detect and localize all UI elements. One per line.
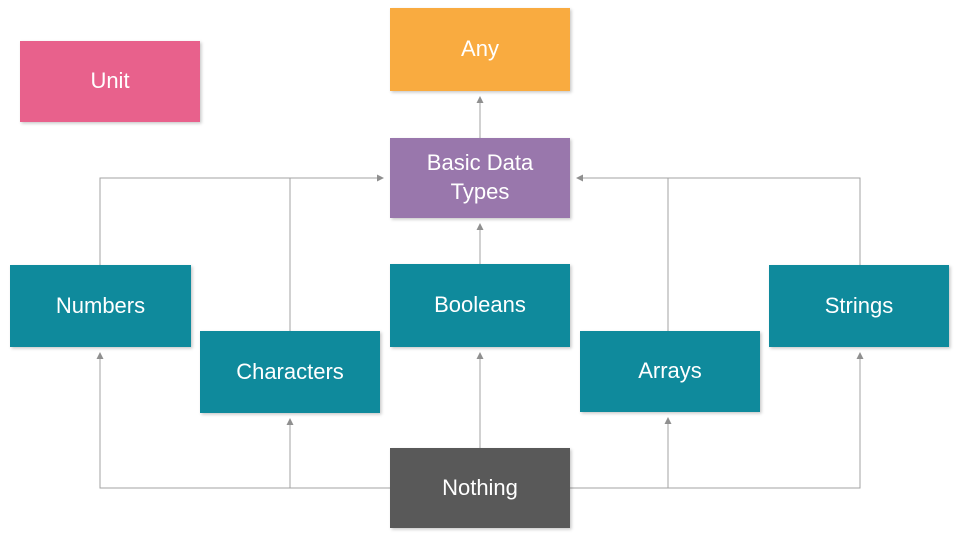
node-any: Any	[390, 8, 570, 91]
node-basic-data-types: Basic Data Types	[390, 138, 570, 218]
node-characters: Characters	[200, 331, 380, 413]
node-arrays-label: Arrays	[638, 358, 702, 384]
edge-numbers-to-basic-data-types	[99, 174, 384, 265]
node-unit: Unit	[20, 41, 200, 122]
node-arrays: Arrays	[580, 331, 760, 412]
node-booleans: Booleans	[390, 264, 570, 347]
node-numbers-label: Numbers	[55, 292, 146, 318]
node-nothing-label: Nothing	[442, 474, 518, 500]
node-unit-label: Unit	[90, 68, 130, 94]
node-strings-label: Strings	[824, 292, 894, 318]
node-any-label: Any	[461, 36, 499, 62]
node-characters-label: Characters	[236, 358, 344, 384]
node-basic-data-types-label: Basic Data Types	[426, 150, 534, 204]
node-nothing: Nothing	[390, 448, 570, 528]
node-strings: Strings	[769, 265, 949, 347]
edge-strings-to-basic-data-types	[576, 174, 861, 265]
node-numbers: Numbers	[10, 265, 191, 347]
node-booleans-label: Booleans	[434, 292, 526, 318]
